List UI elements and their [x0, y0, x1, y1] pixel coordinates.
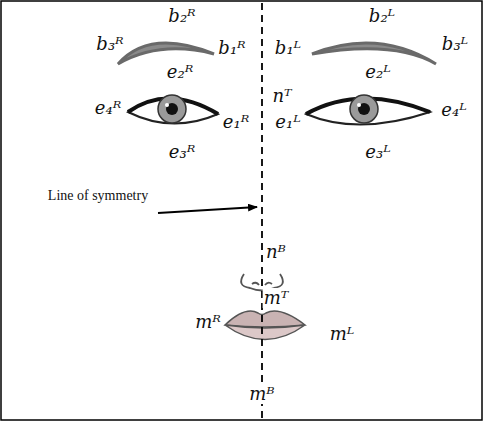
eye-left [306, 95, 430, 125]
annotation-note: Line of symmetry [42, 188, 154, 204]
eyebrow-left [312, 43, 436, 64]
landmark-label: mᵀ [263, 288, 290, 308]
landmark-label: e₁ᴸ [274, 112, 301, 132]
eyebrow-right [118, 43, 214, 64]
landmark-label: b₃ᴸ [441, 34, 469, 54]
landmark-label: nᵀ [271, 86, 292, 106]
landmark-label: e₃ᴸ [364, 142, 391, 162]
landmark-label: e₄ᴿ [94, 98, 122, 118]
landmark-label: e₄ᴸ [440, 100, 467, 120]
landmark-label: mᴿ [194, 312, 222, 332]
landmark-label: nᴮ [265, 242, 287, 262]
landmark-label: e₃ᴿ [168, 142, 196, 162]
landmark-label: b₁ᴸ [274, 38, 302, 58]
eye-right [128, 95, 218, 124]
lips [225, 311, 305, 339]
pointer-arrow [158, 207, 257, 213]
symmetry-line [261, 3, 263, 418]
landmark-label: e₁ᴿ [222, 112, 250, 132]
landmark-label: mᴮ [248, 384, 275, 404]
landmark-label: b₃ᴿ [95, 34, 124, 54]
landmark-label: b₂ᴿ [167, 6, 196, 26]
landmark-label: e₂ᴸ [364, 62, 391, 82]
landmark-label: b₂ᴸ [368, 6, 396, 26]
landmark-label: b₁ᴿ [217, 38, 246, 58]
landmark-label: mᴸ [329, 324, 356, 344]
landmark-label: e₂ᴿ [166, 62, 194, 82]
